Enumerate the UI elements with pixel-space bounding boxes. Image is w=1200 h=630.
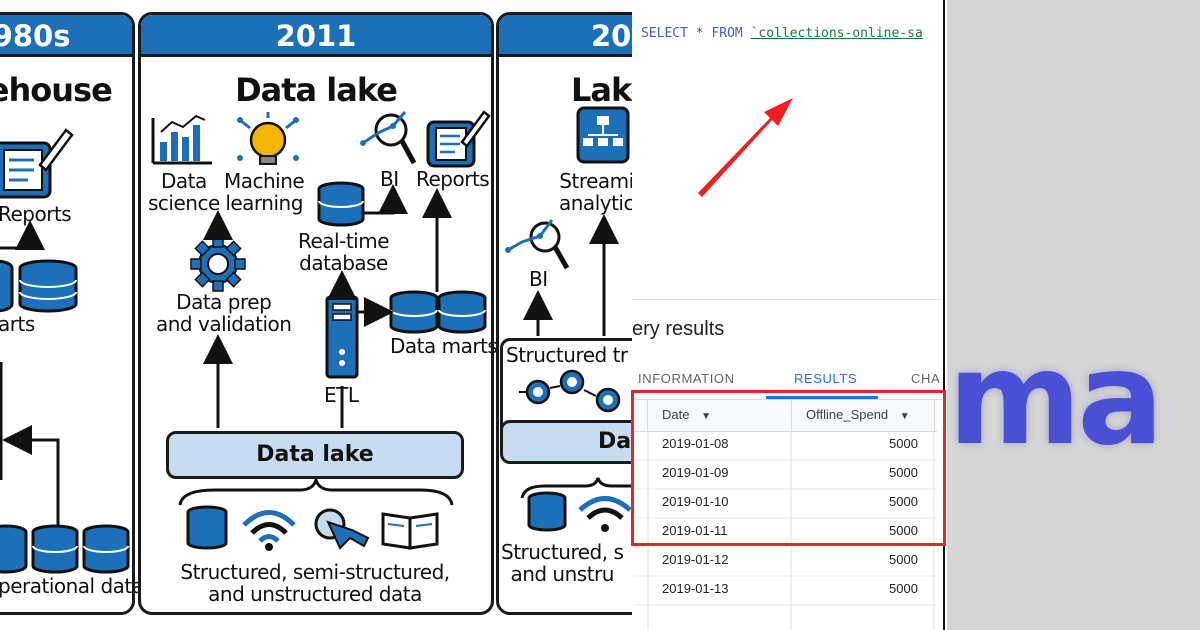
label-bi: BI — [380, 167, 399, 191]
sort-caret-icon[interactable]: ▼ — [701, 411, 711, 422]
cell-offline-spend: 5000 — [889, 494, 918, 509]
label-structured-transactions: Structured tr — [506, 343, 628, 367]
database-icon — [389, 290, 439, 334]
label-operational-data: perational data — [0, 574, 144, 598]
touch-icon — [314, 508, 370, 550]
book-icon — [381, 512, 439, 550]
active-tab-indicator — [766, 396, 878, 399]
cell-offline-spend: 5000 — [889, 465, 918, 480]
label-data-sources: Structured, s and unstru — [501, 540, 624, 586]
label-data-prep: Data prep and validation — [156, 290, 292, 336]
database-icon — [527, 491, 567, 532]
magnifier-chart-icon — [505, 219, 570, 270]
report-pen-icon — [0, 128, 74, 199]
database-icon — [317, 181, 365, 227]
panel-era-header: 2011 — [141, 15, 491, 57]
query-console: SELECT * FROM `collections-online-sa ery… — [632, 0, 945, 630]
cell-offline-spend: 5000 — [889, 436, 918, 451]
label-data-marts: Data marts — [390, 334, 498, 358]
panel-lakehouse-graphics — [505, 106, 640, 532]
database-icon — [0, 259, 14, 313]
cell-offline-spend: 5000 — [889, 552, 918, 567]
column-header-offline-spend[interactable]: Offline_Spend ▼ — [806, 407, 910, 422]
tab-chart[interactable]: CHA — [911, 371, 941, 386]
results-table-header: Date ▼ Offline_Spend ▼ — [634, 400, 937, 432]
column-header-date[interactable]: Date ▼ — [662, 407, 711, 422]
label-bi: BI — [529, 267, 548, 291]
brand-background — [947, 0, 1200, 630]
data-lake-bar: Data lake — [166, 431, 464, 479]
sql-star: * — [695, 26, 704, 41]
brand-logo-text: ma — [948, 325, 1164, 474]
cell-date: 2019-01-12 — [662, 552, 729, 567]
magnifier-chart-icon — [360, 111, 417, 165]
cell-date: 2019-01-09 — [662, 465, 729, 480]
results-grid-lines — [634, 432, 937, 630]
sql-editor[interactable]: SELECT * FROM `collections-online-sa — [632, 0, 943, 300]
wifi-icon — [578, 496, 632, 532]
cell-date: 2019-01-08 — [662, 436, 729, 451]
red-arrow-annotation-icon — [698, 98, 793, 197]
cell-date: 2019-01-13 — [662, 581, 729, 596]
lightbulb-icon — [237, 112, 299, 165]
label-data-sources: Structured, semi-structured, and unstruc… — [180, 560, 450, 606]
panel-title: Data lake — [235, 71, 398, 109]
report-pen-icon — [426, 110, 491, 168]
label-reports: Reports — [0, 202, 72, 226]
cell-date: 2019-01-10 — [662, 494, 729, 509]
label-data-science: Data science — [148, 169, 220, 215]
sql-query-text[interactable]: SELECT * FROM `collections-online-sa — [641, 26, 923, 41]
database-icon — [437, 290, 487, 334]
database-icon — [18, 259, 78, 313]
query-results-title: ery results — [632, 318, 725, 340]
bar-chart-icon — [151, 114, 212, 165]
label-streaming-analytics: Streami analytic — [559, 169, 634, 215]
panel-era-header: 1980s — [0, 15, 132, 57]
cell-date: 2019-01-11 — [662, 523, 728, 538]
tab-results[interactable]: RESULTS — [794, 371, 858, 386]
panel-title: rehouse — [0, 71, 113, 109]
server-icon — [325, 295, 359, 379]
cell-offline-spend: 5000 — [889, 581, 918, 596]
wifi-icon — [242, 510, 296, 551]
panel-1980s: 1980s rehouse — [0, 12, 135, 615]
sql-keyword-select: SELECT — [641, 26, 688, 41]
results-tab-bar: INFORMATION RESULTS CHA — [632, 362, 943, 400]
panel-2011-graphics — [151, 110, 491, 551]
label-data-marts: arts — [0, 312, 35, 336]
sql-keyword-from: FROM — [711, 26, 743, 41]
org-chart-icon — [576, 106, 630, 164]
red-highlight-box — [631, 390, 946, 546]
database-icon — [0, 524, 28, 574]
database-icon — [82, 524, 130, 574]
label-etl: ETL — [324, 383, 359, 407]
database-icon — [186, 505, 228, 550]
sort-caret-icon[interactable]: ▼ — [899, 411, 910, 422]
sql-table-name: `collections-online-sa — [750, 26, 923, 41]
label-machine-learning: Machine learning — [224, 169, 305, 215]
gear-icon — [519, 369, 621, 413]
database-icon — [31, 524, 79, 574]
label-reports: Reports — [416, 167, 490, 191]
tab-information[interactable]: INFORMATION — [638, 371, 735, 386]
label-realtime-database: Real-time database — [298, 229, 390, 275]
panel-1980s-graphics — [0, 128, 130, 574]
cell-offline-spend: 5000 — [889, 523, 918, 538]
